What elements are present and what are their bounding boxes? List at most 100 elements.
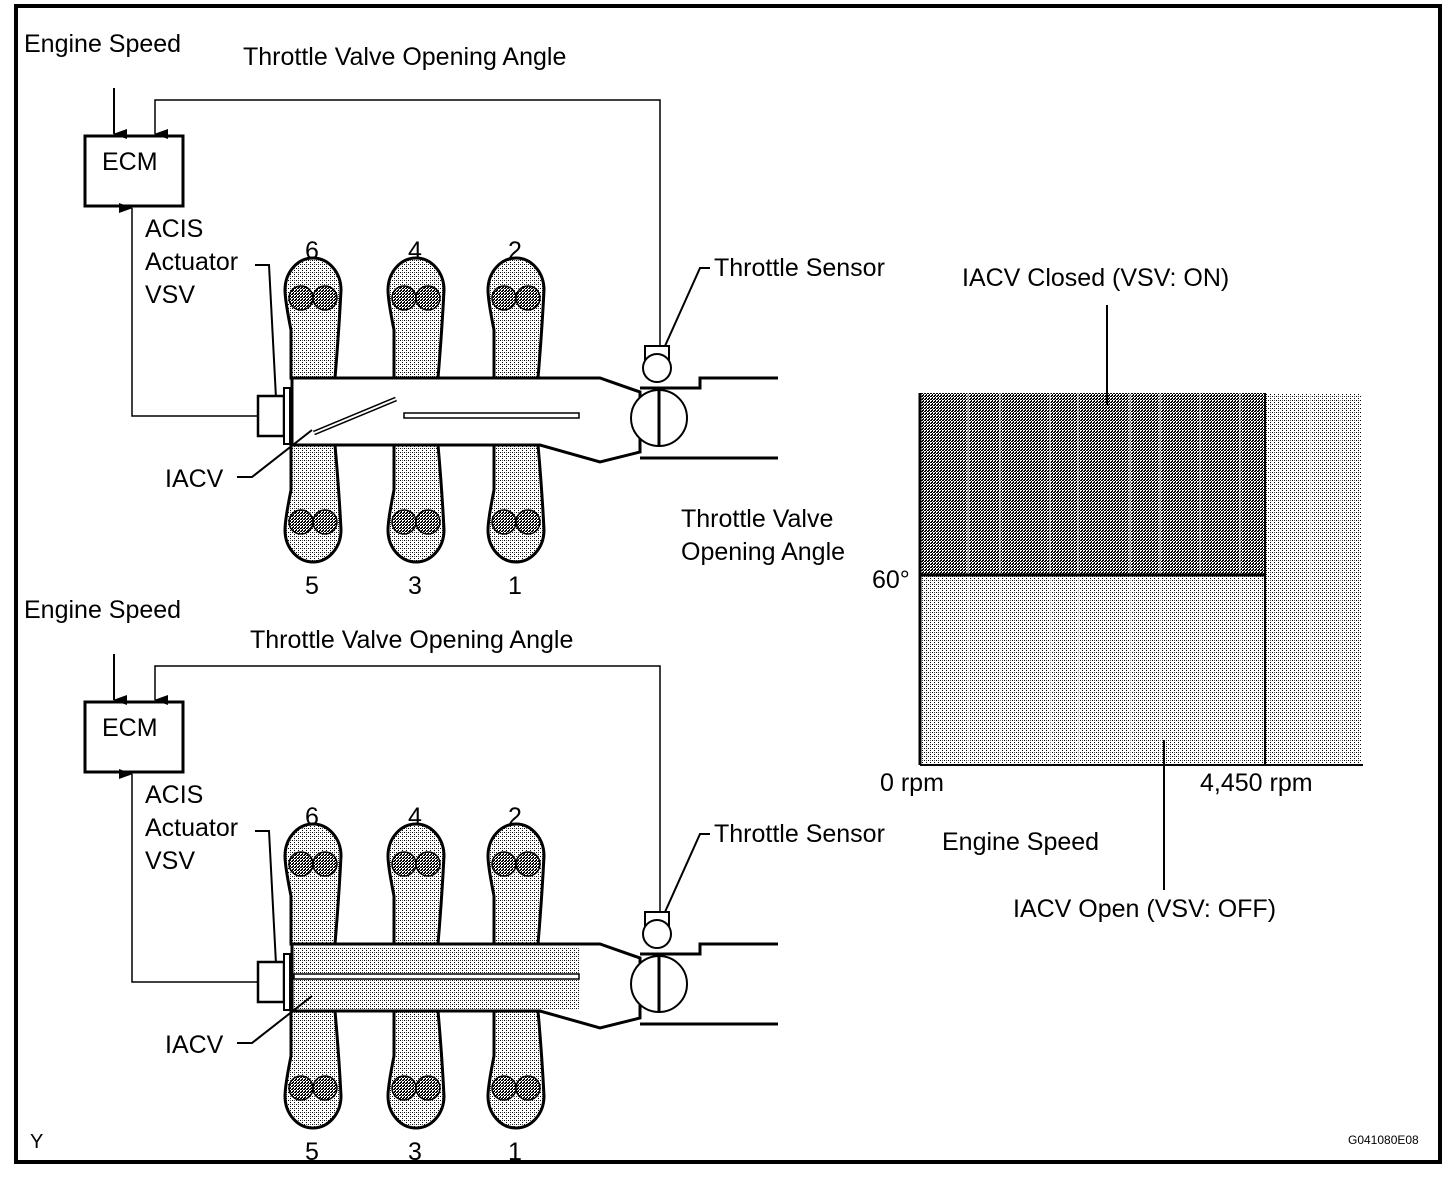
cylinder-number-bottom: 3 [408,572,422,600]
iacv-closed-label: IACV Closed (VSV: ON) [962,264,1229,292]
throttle-signal-line [154,99,661,375]
cylinder-number-top: 4 [408,803,422,831]
intake-valve-port [415,285,441,311]
iacv-label: IACV [165,1031,224,1059]
intake-valve-port [312,851,338,877]
intake-runner-top [283,822,343,946]
intake-valve-port [288,851,314,877]
cylinder-number-top: 2 [508,803,522,831]
x-tick-4450rpm: 4,450 rpm [1200,769,1313,797]
throttle-sensor-label: Throttle Sensor [714,820,885,848]
vsv-control-line [119,769,258,983]
cylinder-number-top: 6 [305,803,319,831]
x-tick-0rpm: 0 rpm [880,769,944,797]
chart-xlabel: Engine Speed [942,828,1099,856]
throttle-signal-line [154,665,661,941]
cylinder-number-top: 2 [508,237,522,265]
intake-valve-port [415,851,441,877]
intake-runner-bottom [283,443,343,564]
intake-runner-top [386,822,446,946]
actuator-label-line: ACIS [145,781,203,809]
iacv-closed-region [920,393,1265,575]
throttle-sensor-leader [664,833,710,913]
intake-valve-port [312,509,338,535]
acis-actuator [256,960,286,1004]
cylinder-number-bottom: 3 [408,1138,422,1166]
partition-plate [403,412,580,419]
intake-runner-top [386,256,446,380]
figure-code: G041080E08 [1348,1133,1419,1147]
figure-frame [14,4,1442,1164]
actuator-flange [283,387,291,445]
chart-ylabel-line2: Opening Angle [681,538,845,566]
throttle-sensor [642,919,672,949]
vsv-control-line [119,203,258,417]
engine-speed-label: Engine Speed [24,30,181,58]
actuator-label-line: Actuator [145,814,238,842]
intake-valve-port [391,509,417,535]
intake-valve-port [391,851,417,877]
intake-runner-bottom [386,1009,446,1130]
intake-runner-top [486,256,546,380]
intake-valve-port [491,509,517,535]
actuator-leader [255,264,277,399]
chart-ylabel-line1: Throttle Valve [681,505,833,533]
intake-valve-port [391,1075,417,1101]
intake-valve-port [491,1075,517,1101]
actuator-label-line: Actuator [145,248,238,276]
cylinder-number-bottom: 5 [305,1138,319,1166]
throttle-body-top [640,376,778,390]
cylinder-number-bottom: 5 [305,572,319,600]
intake-valve-port [515,509,541,535]
actuator-leader [255,830,277,965]
intake-valve-port [515,1075,541,1101]
intake-runner-bottom [486,443,546,564]
iacv-leader [237,995,313,1044]
actuator-label-line: VSV [145,847,195,875]
throttle-sensor-leader [664,267,710,347]
intake-runner-top [283,256,343,380]
intake-runner-bottom [386,443,446,564]
throttle-sensor-label: Throttle Sensor [714,254,885,282]
actuator-label-line: ACIS [145,215,203,243]
throttle-body-top [640,942,778,956]
intake-valve-port [491,851,517,877]
ecm-box [83,134,185,208]
iacv-label: IACV [165,465,224,493]
intake-valve-port [515,851,541,877]
actuator-label-line: VSV [145,281,195,309]
iacv-region-chart: IACV Closed (VSV: ON) Throttle Valve Ope… [681,264,1363,923]
y-tick-60deg: 60° [872,566,910,594]
throttle-angle-label: Throttle Valve Opening Angle [243,43,566,71]
intake-valve-port [491,285,517,311]
iacv-open-label: IACV Open (VSV: OFF) [1013,895,1276,923]
intake-valve-port [515,285,541,311]
intake-runner-top [486,822,546,946]
intake-valve-port [288,1075,314,1101]
intake-valve-port [391,285,417,311]
iacv-leader [237,429,313,478]
actuator-flange [283,953,291,1011]
cylinder-number-bottom: 1 [508,572,522,600]
intake-valve-port [415,509,441,535]
iacv-valve-open [293,973,580,980]
surge-tank [290,376,642,464]
throttle-sensor [642,353,672,383]
corner-mark: Y [30,1131,43,1153]
throttle-angle-label: Throttle Valve Opening Angle [250,626,573,654]
cylinder-number-top: 6 [305,237,319,265]
acis-actuator [256,394,286,438]
intake-valve-port [312,285,338,311]
cylinder-number-bottom: 1 [508,1138,522,1166]
intake-runner-bottom [486,1009,546,1130]
cylinder-number-top: 4 [408,237,422,265]
intake-valve-port [415,1075,441,1101]
intake-valve-port [288,509,314,535]
ecm-box [83,700,185,774]
engine-speed-label: Engine Speed [24,596,181,624]
ecm-label: ECM [102,148,158,176]
